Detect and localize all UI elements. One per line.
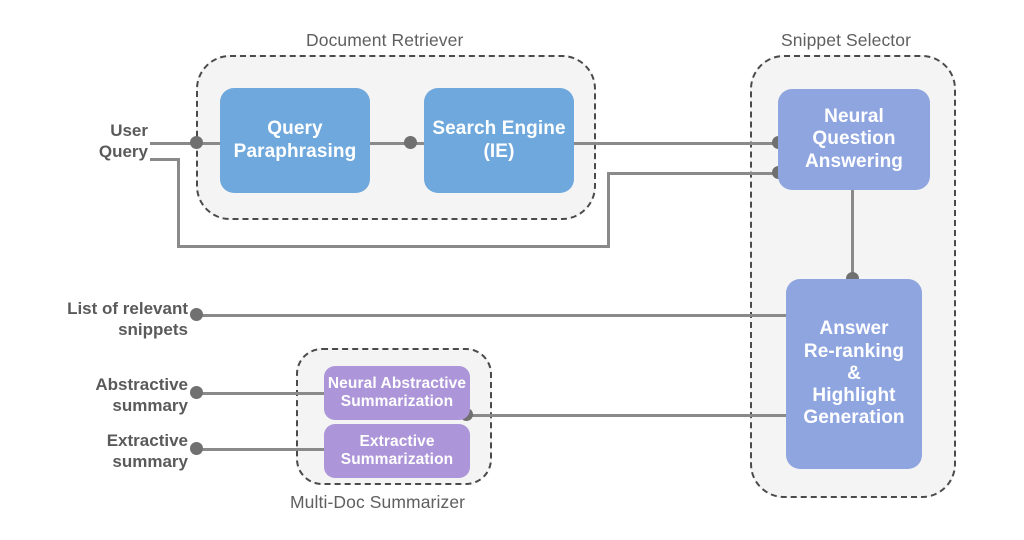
node-neural-question-answering[interactable]: Neural Question Answering <box>778 89 930 190</box>
port-search-engine-input <box>404 136 417 149</box>
edge-user-query-bypass-seg3 <box>177 245 610 248</box>
node-query-paraphrasing[interactable]: Query Paraphrasing <box>220 88 370 193</box>
port-document-retriever-input <box>190 136 203 149</box>
edge-extractive-summary-output <box>196 448 326 451</box>
edge-user-query-bypass-seg1 <box>150 158 180 161</box>
edge-answer-reranking-to-summarizer <box>466 414 788 417</box>
edge-user-query-bypass-seg2 <box>177 158 180 248</box>
group-title-multi-doc-summarizer: Multi-Doc Summarizer <box>290 492 466 512</box>
port-abstractive-summary <box>190 386 203 399</box>
edge-user-query-to-retriever <box>150 142 222 145</box>
port-list-of-relevant-snippets <box>190 308 203 321</box>
edge-search-engine-to-neural-qa <box>574 142 786 145</box>
group-title-document-retriever: Document Retriever <box>306 30 464 50</box>
edge-paraphrasing-to-search-engine <box>370 142 428 145</box>
group-title-snippet-selector: Snippet Selector <box>781 30 912 50</box>
io-label-extractive-summary: Extractive summary <box>106 431 188 472</box>
node-neural-abstractive-summarization[interactable]: Neural Abstractive Summarization <box>324 366 470 420</box>
io-label-abstractive-summary: Abstractive summary <box>95 375 188 416</box>
io-label-list-of-relevant-snippets: List of relevant snippets <box>67 299 188 340</box>
edge-answer-reranking-to-snippets-output <box>196 314 788 317</box>
io-label-user-query: User Query <box>98 121 148 162</box>
node-answer-reranking-highlight-generation[interactable]: Answer Re-ranking & Highlight Generation <box>786 279 922 469</box>
node-search-engine[interactable]: Search Engine (IE) <box>424 88 574 193</box>
node-extractive-summarization[interactable]: Extractive Summarization <box>324 424 470 478</box>
edge-user-query-bypass-seg4 <box>607 172 610 248</box>
edge-user-query-bypass-seg5 <box>607 172 786 175</box>
edge-neural-qa-to-answer-reranking <box>851 190 854 286</box>
port-extractive-summary <box>190 442 203 455</box>
edge-abstractive-summary-output <box>196 392 326 395</box>
